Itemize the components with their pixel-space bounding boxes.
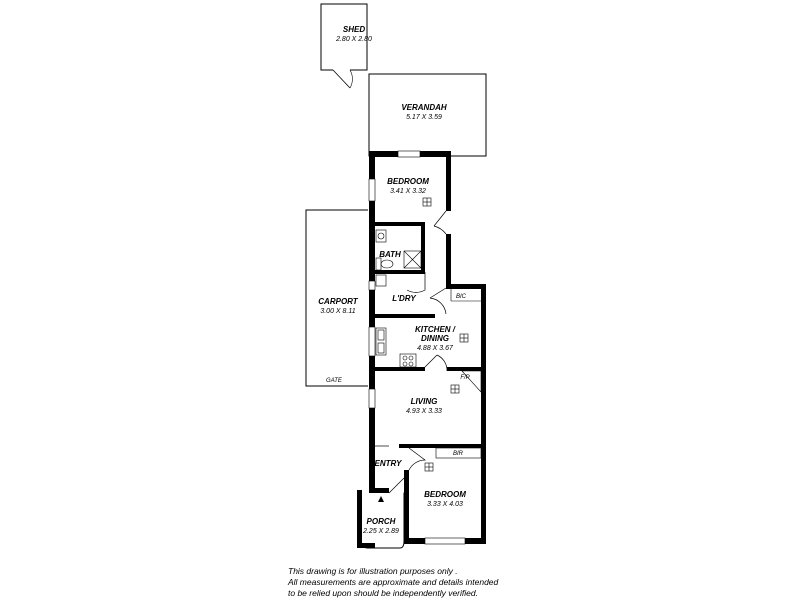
- bic-label: BIC: [456, 294, 467, 300]
- shed-dims: 2.80 X 2.80: [335, 36, 372, 43]
- bedroom2-dims: 3.33 X 4.03: [427, 501, 463, 508]
- verandah: VERANDAH 5.17 X 3.59: [368, 73, 487, 157]
- ldry-name: L'DRY: [392, 294, 416, 303]
- disclaimer-line-3: to be relied upon should be independentl…: [288, 588, 478, 598]
- gate-label: GATE: [326, 378, 343, 384]
- doors: [375, 210, 448, 494]
- fp-label: F/P: [460, 375, 469, 381]
- verandah-dims: 5.17 X 3.59: [406, 114, 442, 121]
- disclaimer: This drawing is for illustration purpose…: [288, 566, 498, 599]
- bir-label: BIR: [453, 451, 464, 457]
- kitchen-dims: 4.88 X 3.67: [417, 345, 454, 352]
- disclaimer-line-2: All measurements are approximate and det…: [288, 577, 499, 587]
- room-markers: [422, 197, 469, 472]
- fixtures: [375, 229, 482, 459]
- carport: CARPORT 3.00 X 8.11 GATE: [305, 209, 368, 387]
- entry-name: ENTRY: [375, 459, 403, 468]
- porch-name: PORCH: [367, 517, 396, 526]
- porch-dims: 2.25 X 2.89: [362, 528, 399, 535]
- house-walls: [369, 151, 486, 544]
- verandah-name: VERANDAH: [401, 103, 447, 112]
- bedroom1-name: BEDROOM: [387, 177, 429, 186]
- living-dims: 4.93 X 3.33: [406, 408, 442, 415]
- bath-name: BATH: [379, 250, 401, 259]
- shed: SHED 2.80 X 2.80: [320, 3, 372, 89]
- shed-name: SHED: [343, 25, 365, 34]
- carport-name: CARPORT: [318, 297, 359, 306]
- living-name: LIVING: [411, 397, 438, 406]
- disclaimer-line-1: This drawing is for illustration purpose…: [288, 566, 458, 576]
- windows: [368, 150, 466, 545]
- kitchen-name-line2: DINING: [421, 334, 449, 343]
- carport-dims: 3.00 X 8.11: [320, 308, 355, 315]
- bedroom1-dims: 3.41 X 3.32: [390, 188, 426, 195]
- porch: PORCH 2.25 X 2.89: [357, 490, 405, 549]
- bedroom2-name: BEDROOM: [424, 490, 466, 499]
- kitchen-name-line1: KITCHEN /: [415, 325, 456, 334]
